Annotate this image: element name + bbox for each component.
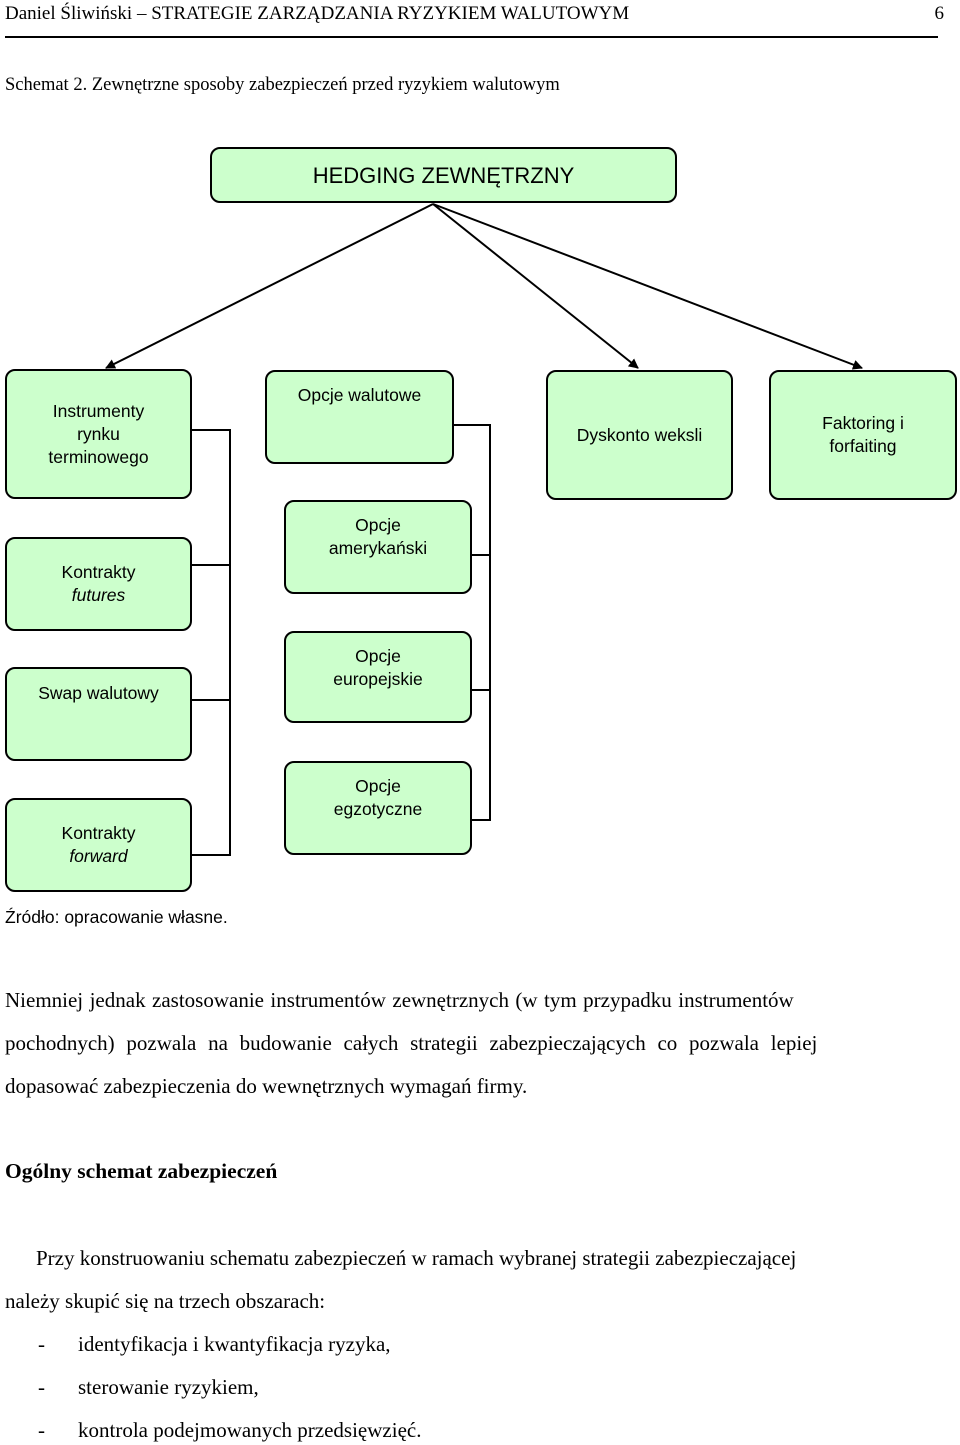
connector-root-to-instrumenty <box>105 203 434 369</box>
bullet-item-1: identyfikacja i kwantyfikacja ryzyka, <box>78 1332 391 1356</box>
bullet-item-3: kontrola podejmowanych przedsięwzięć. <box>78 1418 422 1442</box>
node-swap-label: Swap walutowy <box>38 683 159 703</box>
node-egzotyczne-line-2: egzotyczne <box>333 799 423 819</box>
paragraph-1-line-1: Niemniej jednak zastosowanie instrumentó… <box>5 988 943 1013</box>
node-futures-line-1: Kontrakty <box>61 562 136 582</box>
category-faktoring-line-2: forfaiting <box>829 436 897 456</box>
figure-source: Źródło: opracowanie własne. <box>5 907 228 927</box>
node-opcje-egzotyczne: Opcje egzotyczne <box>284 761 472 855</box>
category-instrumenty-line-2: rynku <box>77 423 120 444</box>
connector-root-to-dyskonto <box>432 203 639 369</box>
category-instrumenty-line-3: terminowego <box>48 446 149 467</box>
node-opcje-europejskie: Opcje europejskie <box>284 631 472 723</box>
paragraph-2-line-1: Przy konstruowaniu schematu zabezpieczeń… <box>36 1246 797 1270</box>
root-node: HEDGING ZEWNĘTRZNY <box>210 147 677 203</box>
diagram-connectors <box>105 203 863 856</box>
category-dyskonto-label: Dyskonto weksli <box>576 424 703 445</box>
category-faktoring-line-1: Faktoring i <box>822 413 904 433</box>
node-egzotyczne-line-1: Opcje <box>355 776 401 796</box>
running-header-title: Daniel Śliwiński – STRATEGIE ZARZĄDZANIA… <box>5 3 630 24</box>
category-opcje-walutowe: Opcje walutowe <box>265 370 454 464</box>
node-kontrakty-futures: Kontrakty futures <box>5 537 192 631</box>
bracket-option-children <box>454 424 491 821</box>
section-heading: Ogólny schemat zabezpieczeń <box>5 1159 278 1183</box>
node-futures-line-2: futures <box>71 585 126 605</box>
node-kontrakty-forward: Kontrakty forward <box>5 798 192 892</box>
category-instrumenty-line-1: Instrumenty <box>52 400 145 421</box>
header-rule <box>5 36 938 38</box>
root-label: HEDGING ZEWNĘTRZNY <box>312 162 575 188</box>
paragraph-1-line-2: pochodnych) pozwala na budowanie całych … <box>5 1031 818 1055</box>
node-europejskie-line-1: Opcje <box>355 646 401 666</box>
connector-root-to-faktoring <box>432 203 863 370</box>
paragraph-1-line-1-text: Niemniej jednak zastosowanie instrumentó… <box>5 988 794 1012</box>
figure-caption: Schemat 2. Zewnętrzne sposoby zabezpiecz… <box>5 75 560 95</box>
node-amerykanski-line-1: Opcje <box>355 515 401 535</box>
category-opcje-walutowe-label: Opcje walutowe <box>297 385 422 405</box>
node-forward-line-1: Kontrakty <box>61 823 136 843</box>
bracket-instrument-children <box>192 429 231 856</box>
bullet-item-2: sterowanie ryzykiem, <box>78 1375 259 1399</box>
paragraph-1-line-3: dopasować zabezpieczenia do wewnętrznych… <box>5 1074 528 1098</box>
node-europejskie-line-2: europejskie <box>333 669 423 689</box>
node-amerykanski-line-2: amerykański <box>328 538 428 558</box>
node-opcje-amerykanski: Opcje amerykański <box>284 500 472 594</box>
paragraph-2-line-2: należy skupić się na trzech obszarach: <box>5 1289 326 1313</box>
node-forward-line-2: forward <box>69 846 128 866</box>
bullet-marker-1: - <box>38 1332 45 1356</box>
bullet-marker-3: - <box>38 1418 45 1442</box>
node-swap-walutowy: Swap walutowy <box>5 667 192 761</box>
bullet-marker-2: - <box>38 1375 45 1399</box>
page-number: 6 <box>934 3 945 24</box>
category-instrumenty: Instrumenty rynku terminowego <box>5 369 192 499</box>
category-dyskonto: Dyskonto weksli <box>546 370 733 500</box>
category-faktoring: Faktoring i forfaiting <box>769 370 957 500</box>
